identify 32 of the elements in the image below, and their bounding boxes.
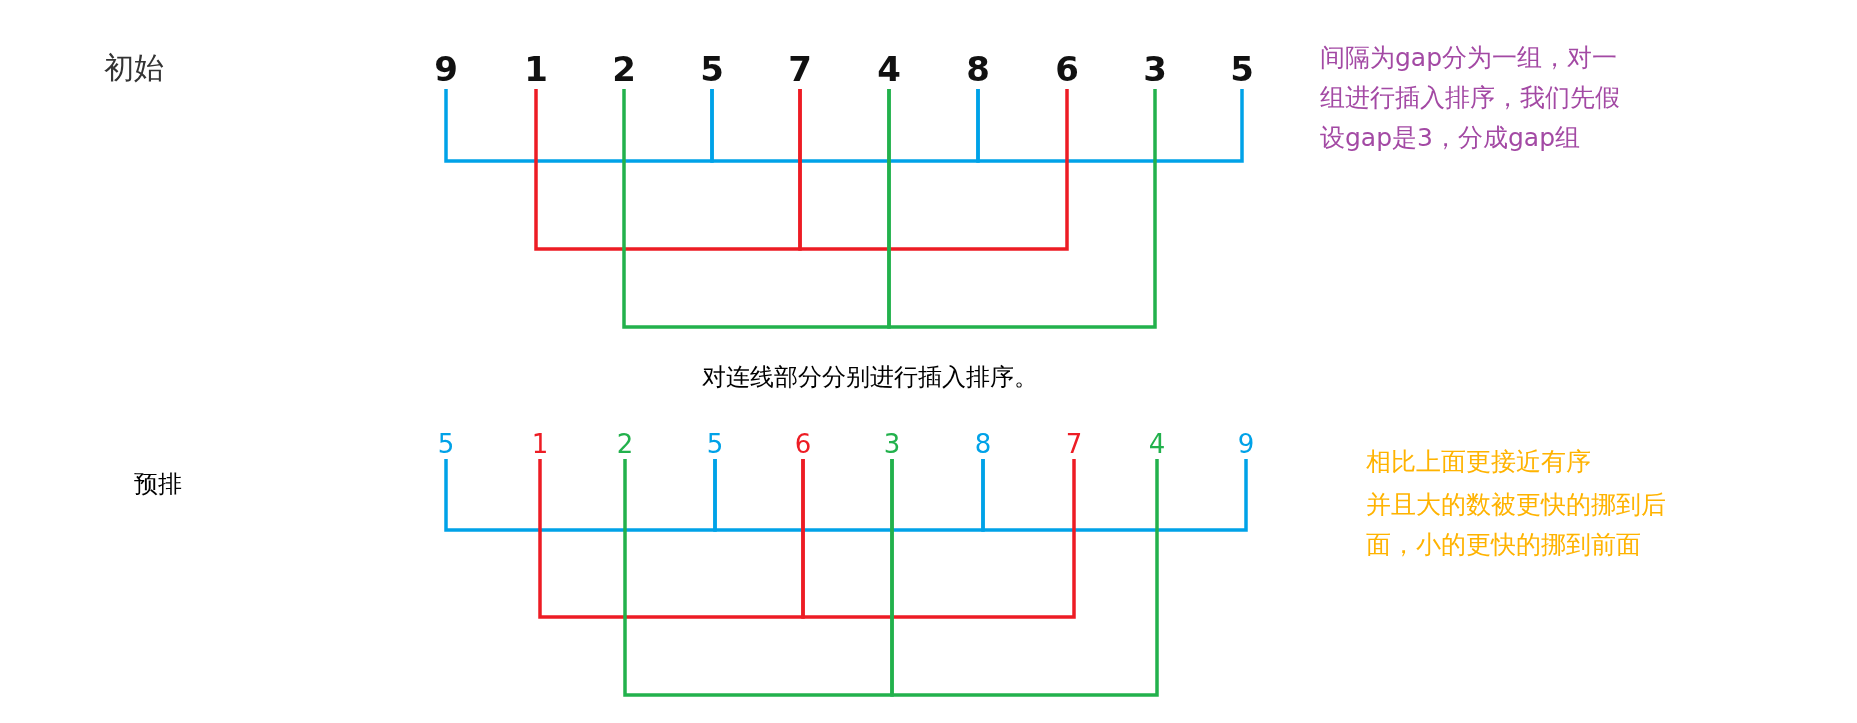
number-label: 2 [611, 429, 639, 459]
caption-text: 对连线部分分别进行插入排序。 [701, 362, 1039, 393]
number-label: 4 [873, 49, 905, 89]
number-label: 8 [969, 429, 997, 459]
number-label: 1 [526, 429, 554, 459]
number-label: 3 [878, 429, 906, 459]
number-label: 9 [430, 49, 462, 89]
note-text: 相比上面更接近有序 [1366, 446, 1592, 478]
number-label: 2 [608, 49, 640, 89]
number-label: 5 [696, 49, 728, 89]
number-label: 7 [1060, 429, 1088, 459]
connector-line [798, 89, 1069, 251]
connector-line [887, 89, 1157, 329]
note-text: 间隔为gap分为一组，对一组进行插入排序，我们先假设gap是3，分成gap组 [1320, 42, 1620, 154]
connector-line [890, 459, 1159, 697]
number-label: 5 [701, 429, 729, 459]
number-label: 6 [1051, 49, 1083, 89]
number-label: 7 [784, 49, 816, 89]
number-label: 5 [432, 429, 460, 459]
row-label: 预排 [134, 469, 183, 500]
note-text: 并且大的数被更快的挪到后面，小的更快的挪到前面 [1366, 489, 1667, 561]
connector-line [981, 459, 1248, 532]
row-label: 初始 [104, 49, 165, 87]
connector-line [976, 89, 1244, 163]
number-label: 6 [789, 429, 817, 459]
number-label: 9 [1232, 429, 1260, 459]
number-label: 4 [1143, 429, 1171, 459]
number-label: 3 [1139, 49, 1171, 89]
connector-line [801, 459, 1076, 619]
number-label: 8 [962, 49, 994, 89]
number-label: 1 [520, 49, 552, 89]
number-label: 5 [1226, 49, 1258, 89]
